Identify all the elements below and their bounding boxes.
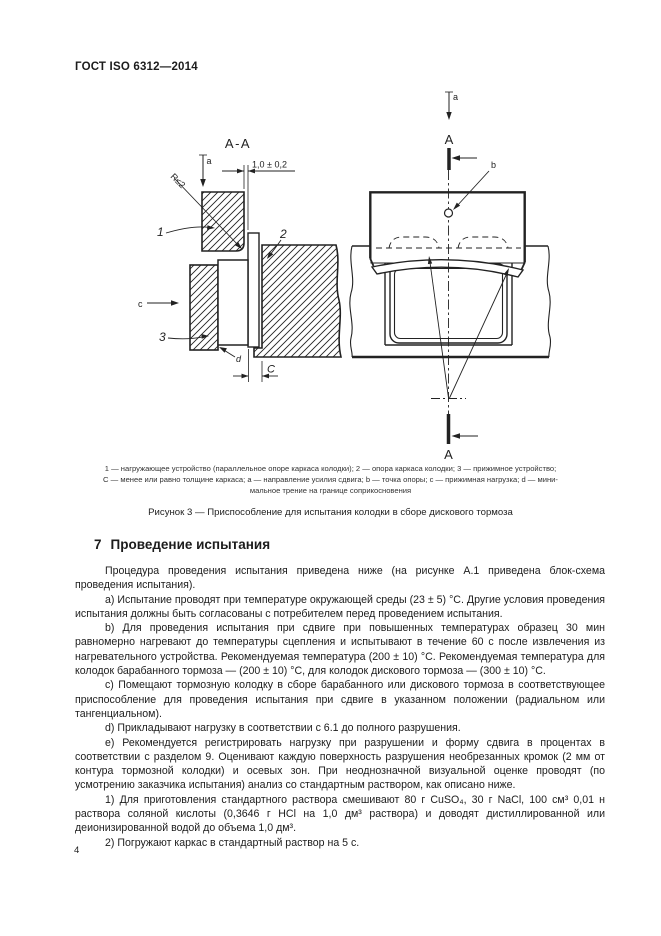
brake-pad-arc xyxy=(370,258,525,278)
section-mark-bottom-label: A xyxy=(444,447,453,462)
paragraph-item-c: c) Помещают тормозную колодку в сборе ба… xyxy=(75,679,605,720)
paragraph-item-b: b) Для проведения испытания при сдвиге п… xyxy=(75,622,605,678)
gap-dimension-label: 1,0 ± 0,2 xyxy=(252,160,287,170)
section-title-label: A-A xyxy=(225,136,251,151)
radius-label: R≤2 xyxy=(169,171,188,190)
paragraph-item-e: e) Рекомендуется регистрировать нагрузку… xyxy=(75,736,605,792)
hidden-lug-right xyxy=(457,236,509,249)
figure-legend: 1 — нагружающее устройство (параллельное… xyxy=(40,464,621,497)
break-line-left xyxy=(349,245,354,358)
paragraph-intro: Процедура проведения испытания приведена… xyxy=(75,565,605,592)
label-b: b xyxy=(491,160,496,170)
disc-pad-fixture-drawing: a A b A xyxy=(349,91,552,462)
figure-right-fixture-drawing: a A b A xyxy=(345,88,575,463)
section-aa-drawing: A-A a 1,0 ± 0,2 R≤2 1 xyxy=(138,136,343,382)
paragraph-item-2: 2) Погружают каркас в стандартный раство… xyxy=(105,836,360,849)
section-arrow-top-icon xyxy=(451,155,460,161)
legend-line: 1 — нагружающее устройство (параллельное… xyxy=(104,464,557,473)
break-line-right xyxy=(546,245,552,358)
position-1-label: 1 xyxy=(157,225,164,239)
legend-line: C — менее или равно толщине каркаса; a —… xyxy=(103,474,558,484)
arrow-c-right-icon xyxy=(171,300,179,306)
section-heading: 7 Проведение испытания xyxy=(75,537,605,552)
section-title: Проведение испытания xyxy=(110,537,271,552)
dimension-c-label: C xyxy=(267,364,275,376)
section-body: Процедура проведения испытания приведена… xyxy=(75,564,605,850)
paragraph-item-d: d) Прикладывают нагрузку в соответствии … xyxy=(105,722,461,735)
section-number: 7 xyxy=(94,537,102,552)
label-d: d xyxy=(236,354,242,364)
position-3-label: 3 xyxy=(159,330,166,344)
legend-line: мальное трение на границе соприкосновени… xyxy=(249,485,412,495)
part2-backplate-support xyxy=(253,244,343,358)
section-mark-top-label: A xyxy=(445,132,454,147)
document-header: ГОСТ ISO 6312—2014 xyxy=(75,61,198,73)
page-number: 4 xyxy=(74,845,80,856)
figure-left-section-drawing: A-A a 1,0 ± 0,2 R≤2 1 xyxy=(98,130,348,390)
paragraph-item-1: 1) Для приготовления стандартного раство… xyxy=(75,793,605,835)
label-a: a xyxy=(453,92,458,102)
pad-backplate xyxy=(247,232,260,348)
pressing-device-outline xyxy=(369,191,526,262)
arrow-a-down-icon xyxy=(200,179,206,187)
support-point-circle xyxy=(443,208,454,218)
friction-material-block xyxy=(217,259,249,346)
label-a: a xyxy=(207,156,212,166)
position-2-label: 2 xyxy=(279,227,287,241)
arrow-a-down-icon xyxy=(446,112,452,120)
paragraph-item-a: a) Испытание проводят при температуре ок… xyxy=(75,593,605,620)
section-arrow-bottom-icon xyxy=(451,433,460,439)
label-c: c xyxy=(138,299,143,309)
hidden-lug-left xyxy=(388,236,440,249)
figure-caption: Рисунок 3 — Приспособление для испытания… xyxy=(148,507,513,518)
